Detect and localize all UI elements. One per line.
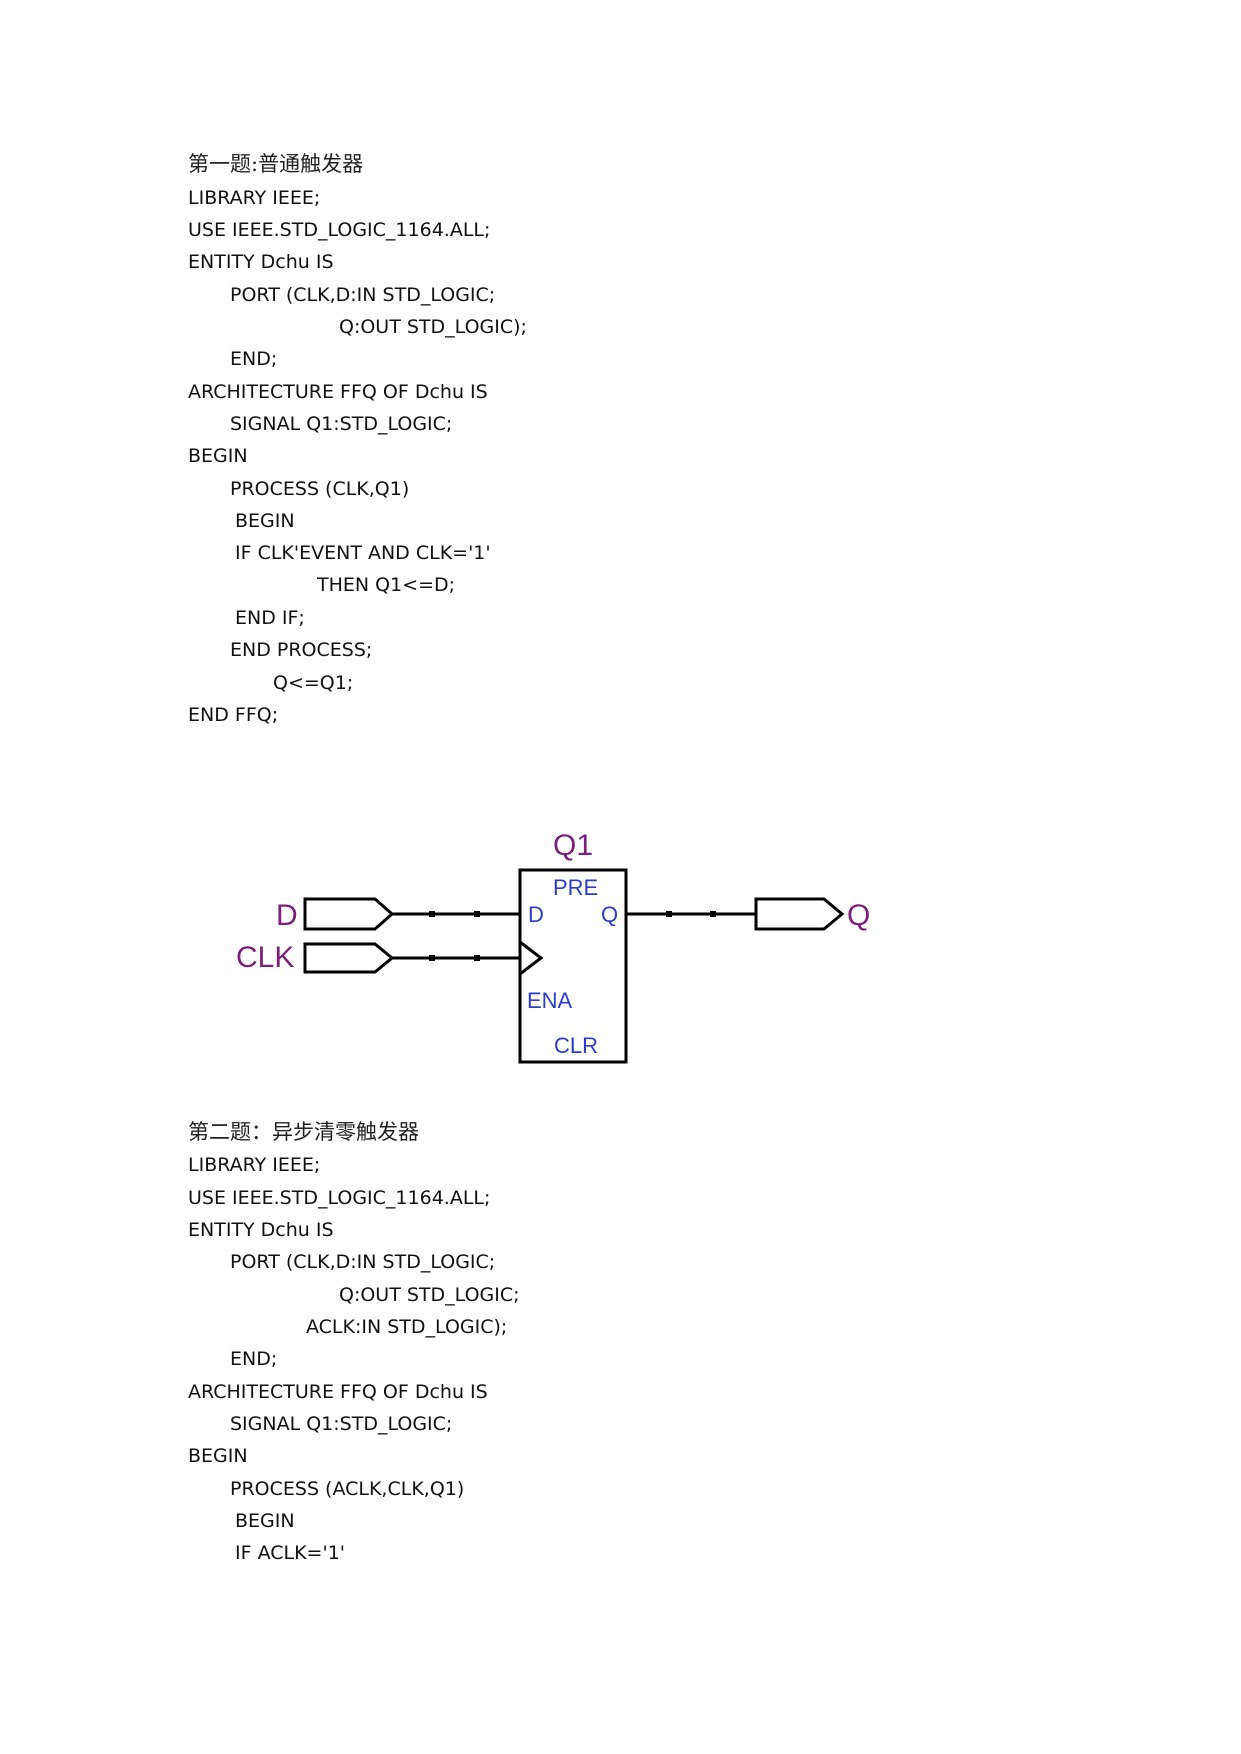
code-line: BEGIN: [188, 1445, 248, 1467]
wire-dot: [710, 911, 716, 917]
section-1-heading: 第一题:普通触发器: [188, 152, 364, 176]
code-line: IF ACLK='1': [235, 1542, 346, 1564]
wire-dot: [429, 911, 435, 917]
code-line: ARCHITECTURE FFQ OF Dchu IS: [188, 1381, 488, 1403]
code-line: ARCHITECTURE FFQ OF Dchu IS: [188, 381, 488, 403]
input-port-clk: [303, 942, 395, 974]
input-port-d: [303, 897, 395, 931]
instance-label: Q1: [553, 829, 593, 862]
code-line: END;: [230, 1348, 278, 1370]
code-line: Q<=Q1;: [273, 672, 354, 694]
section-2-heading: 第二题：异步清零触发器: [188, 1120, 419, 1144]
input-label-d: D: [276, 899, 298, 932]
flip-flop-box: [518, 868, 628, 1064]
code-line: PORT (CLK,D:IN STD_LOGIC;: [230, 1251, 496, 1273]
code-line: USE IEEE.STD_LOGIC_1164.ALL;: [188, 219, 491, 241]
code-line: BEGIN: [235, 1510, 295, 1532]
code-line: PROCESS (CLK,Q1): [230, 478, 410, 500]
code-line: THEN Q1<=D;: [317, 574, 456, 596]
wire-dot: [474, 955, 480, 961]
pin-label-d: D: [528, 902, 544, 927]
code-line: ENTITY Dchu IS: [188, 1219, 334, 1241]
output-port-q: [754, 897, 845, 931]
code-line: Q:OUT STD_LOGIC;: [339, 1284, 520, 1306]
output-label-q: Q: [847, 899, 870, 932]
code-line: PORT (CLK,D:IN STD_LOGIC;: [230, 284, 496, 306]
input-label-clk: CLK: [236, 941, 294, 974]
code-line: USE IEEE.STD_LOGIC_1164.ALL;: [188, 1187, 491, 1209]
pin-label-pre: PRE: [553, 875, 598, 900]
code-line: END PROCESS;: [230, 639, 373, 661]
code-line: LIBRARY IEEE;: [188, 1154, 321, 1176]
wire-dot: [474, 911, 480, 917]
code-line: END FFQ;: [188, 704, 279, 726]
code-line: END IF;: [235, 607, 305, 629]
code-line: SIGNAL Q1:STD_LOGIC;: [230, 413, 453, 435]
code-line: IF CLK'EVENT AND CLK='1': [235, 542, 491, 564]
pin-label-q: Q: [601, 902, 618, 927]
code-line: PROCESS (ACLK,CLK,Q1): [230, 1478, 465, 1500]
pin-label-ena: ENA: [527, 988, 573, 1013]
code-line: END;: [230, 348, 278, 370]
pin-label-clr: CLR: [554, 1033, 598, 1058]
code-line: Q:OUT STD_LOGIC);: [339, 316, 527, 338]
code-line: LIBRARY IEEE;: [188, 187, 321, 209]
wire-dot: [429, 955, 435, 961]
wire-dot: [666, 911, 672, 917]
code-line: ENTITY Dchu IS: [188, 251, 334, 273]
clock-triangle: [519, 940, 544, 976]
code-line: ACLK:IN STD_LOGIC);: [306, 1316, 508, 1338]
code-line: SIGNAL Q1:STD_LOGIC;: [230, 1413, 453, 1435]
code-line: BEGIN: [188, 445, 248, 467]
code-line: BEGIN: [235, 510, 295, 532]
